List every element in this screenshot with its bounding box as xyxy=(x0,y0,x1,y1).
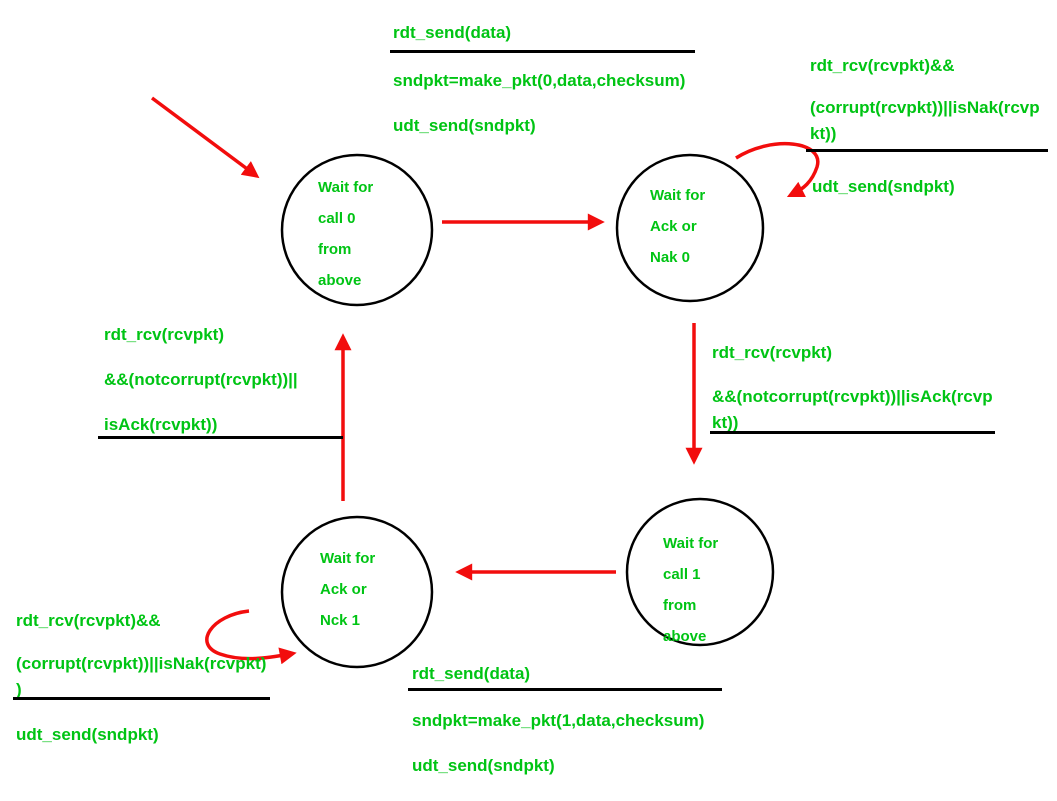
state-label-wait-call-0: Wait for call 0 from above xyxy=(318,179,374,289)
transition-topright-event-line2: (corrupt(rcvpkt))||isNak(rcvp kt)) xyxy=(810,98,1040,143)
self-loop-arrow-acknak0 xyxy=(735,141,820,198)
transition-topright-event-line1: rdt_rcv(rcvpkt)&& xyxy=(810,56,955,75)
initial-state-arrow xyxy=(150,96,260,179)
transition-left-event-line2: &&(notcorrupt(rcvpkt))|| xyxy=(104,370,298,389)
transition-bottomleft-event-line2: (corrupt(rcvpkt))||isNak(rcvpkt) ) xyxy=(16,654,267,699)
state-label-wait-ack-nak-0: Wait for Ack or Nak 0 xyxy=(650,187,706,266)
transition-bottomleft-event-line1: rdt_rcv(rcvpkt)&& xyxy=(16,611,161,630)
transition-top-action1: sndpkt=make_pkt(0,data,checksum) xyxy=(393,71,686,90)
condition-action-separator-right xyxy=(710,431,995,434)
state-label-wait-call-1: Wait for call 1 from above xyxy=(663,535,719,645)
transition-bottom-event: rdt_send(data) xyxy=(412,664,531,683)
transition-top-event: rdt_send(data) xyxy=(393,23,512,42)
state-circle-wait-call-1 xyxy=(625,497,775,647)
transition-left-event-line1: rdt_rcv(rcvpkt) xyxy=(104,325,224,344)
condition-action-separator-bottom xyxy=(408,688,722,691)
condition-action-separator-topright xyxy=(806,149,1048,152)
transition-right-event-line2: &&(notcorrupt(rcvpkt))||isAck(rcvp kt)) xyxy=(712,387,993,432)
state-label-wait-ack-nck-1: Wait for Ack or Nck 1 xyxy=(320,550,376,629)
transition-right-event-line1: rdt_rcv(rcvpkt) xyxy=(712,343,832,362)
condition-action-separator-bottomleft xyxy=(13,697,270,700)
transition-bottomleft-action: udt_send(sndpkt) xyxy=(16,725,159,744)
condition-action-separator-left xyxy=(98,436,343,439)
transition-bottom-action2: udt_send(sndpkt) xyxy=(412,756,555,775)
transition-topright-action: udt_send(sndpkt) xyxy=(812,177,955,196)
state-circle-wait-ack-nak-0 xyxy=(615,153,765,303)
transition-bottom-action1: sndpkt=make_pkt(1,data,checksum) xyxy=(412,711,705,730)
state-circle-wait-ack-nck-1 xyxy=(280,515,434,669)
transition-left-event-line3: isAck(rcvpkt)) xyxy=(104,415,218,434)
condition-action-separator-top xyxy=(390,50,695,53)
self-loop-arrow-acknck1 xyxy=(205,609,297,665)
state-circle-wait-call-0 xyxy=(280,153,434,307)
transition-top-action2: udt_send(sndpkt) xyxy=(393,116,536,135)
